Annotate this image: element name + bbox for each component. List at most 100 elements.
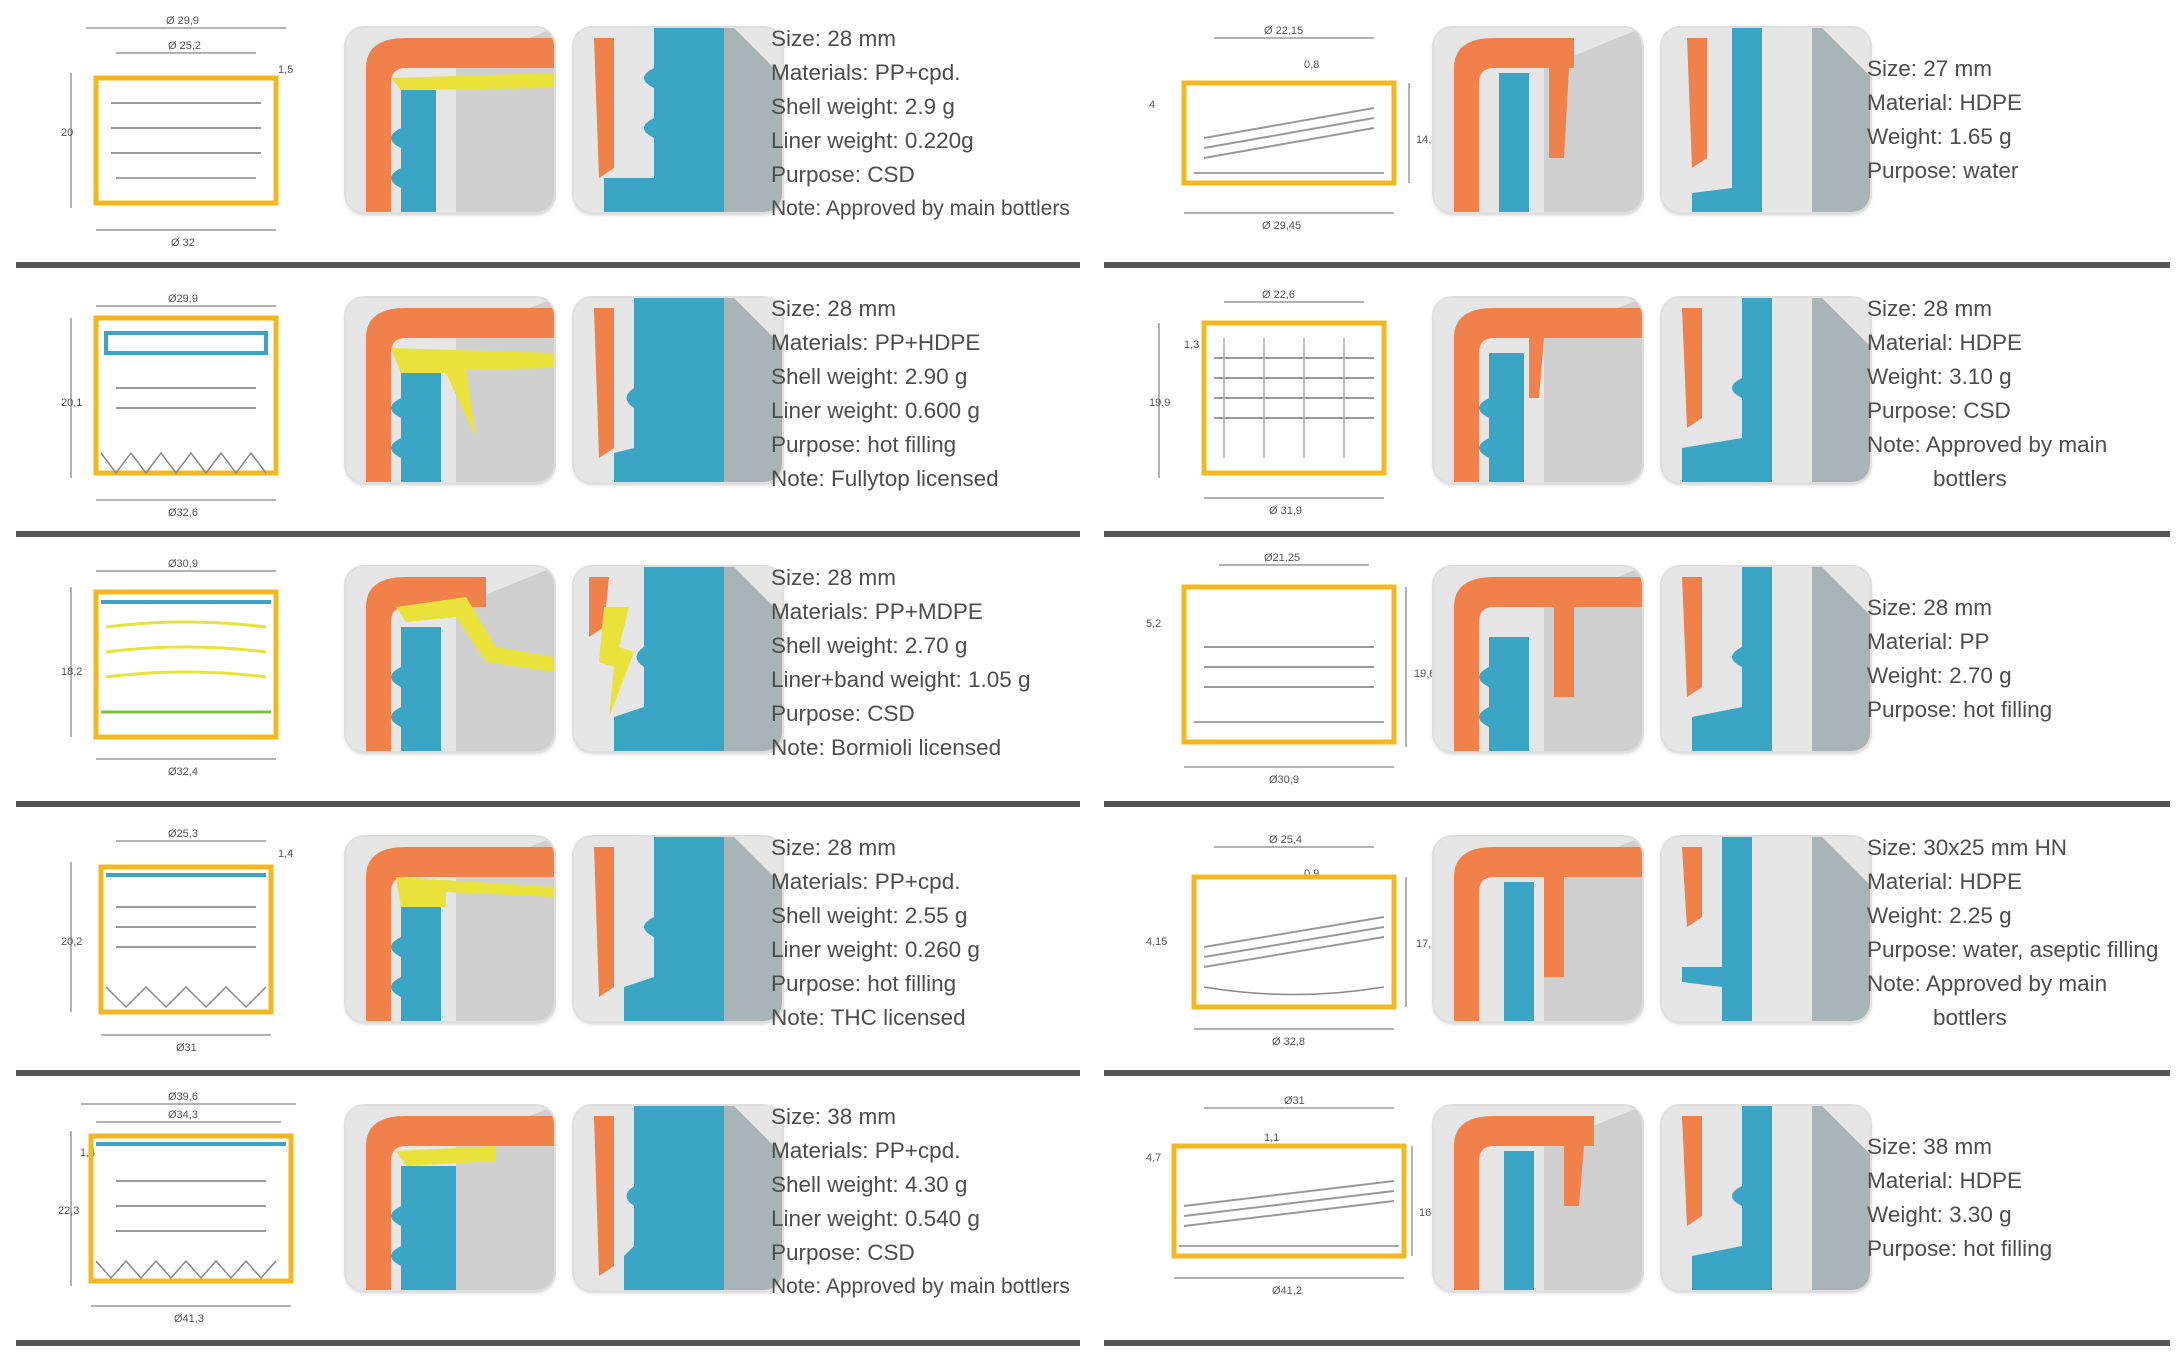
technical-drawing: Ø25,3 1,4 20,2 Ø31 <box>56 817 356 1057</box>
technical-drawing: Ø29,9 20,1 Ø32,6 <box>56 278 356 519</box>
dim-label: 1,3 <box>1184 339 1199 351</box>
closure-row: Ø 22,15 0,8 4 14,8 Ø 29,45 Size: 27 mm M… <box>1104 0 2170 270</box>
spec-note: Note: Approved by main bottlers <box>771 1275 1070 1298</box>
technical-drawing: Ø 22,15 0,8 4 14,8 Ø 29,45 <box>1144 8 1444 248</box>
spec-purpose: Purpose: CSD <box>771 1240 915 1265</box>
closure-row: Ø 22,6 1,3 19,9 Ø 31,9 Size: 28 mm Mater… <box>1104 270 2170 540</box>
dim-label: 4 <box>1149 99 1155 111</box>
dim-label: 5,2 <box>1146 618 1161 630</box>
spec-note: Note: Approved by main <box>1867 431 2108 457</box>
spec-list: Size: 27 mm Material: HDPE Weight: 1.65 … <box>1867 52 2177 188</box>
row-divider <box>16 1070 1080 1076</box>
spec-purpose: Purpose: hot filling <box>771 431 957 457</box>
spec-material: Material: PP <box>1867 629 1990 654</box>
spec-shell-weight: Shell weight: 2.90 g <box>771 363 968 389</box>
spec-size: Size: 38 mm <box>1867 1134 1993 1159</box>
closure-row: Ø39,6 Ø34,3 1,4 22,3 Ø41,3 Size: 38 mm M… <box>16 1078 1080 1348</box>
liner-closeup-photo <box>1662 836 1870 1021</box>
spec-list: Size: 30x25 mm HN Material: HDPE Weight:… <box>1867 831 2177 1035</box>
spec-size: Size: 28 mm <box>1867 595 1993 620</box>
spec-size: Size: 30x25 mm HN <box>1867 834 2068 860</box>
spec-list: Size: 28 mm Materials: PP+HDPE Shell wei… <box>771 292 1081 496</box>
dim-label: Ø 29,9 <box>166 15 199 27</box>
spec-size: Size: 28 mm <box>771 26 897 51</box>
technical-drawing: Ø31 1,1 4,7 16,2 Ø41,2 <box>1144 1086 1444 1326</box>
dim-label: 20,1 <box>61 397 82 409</box>
spec-note: Note: Fullytop licensed <box>771 465 999 491</box>
spec-shell-weight: Shell weight: 4.30 g <box>771 1172 968 1197</box>
dim-label: Ø 22,15 <box>1264 25 1303 37</box>
shell-closeup-photo <box>1434 1106 1642 1290</box>
spec-list: Size: 28 mm Materials: PP+cpd. Shell wei… <box>771 831 1081 1035</box>
spec-material: Materials: PP+cpd. <box>771 60 961 85</box>
liner-closeup-photo <box>1662 297 1870 482</box>
shell-closeup-photo <box>346 1106 554 1290</box>
technical-drawing: Ø 22,6 1,3 19,9 Ø 31,9 <box>1144 278 1444 518</box>
dim-label: 20 <box>61 127 73 139</box>
dim-label: Ø41,3 <box>174 1313 204 1325</box>
closure-row: Ø 25,4 0,9 4,15 17,2 Ø 32,8 Size: 30x25 … <box>1104 809 2170 1079</box>
spec-material: Materials: PP+MDPE <box>771 599 983 624</box>
dim-label: Ø30,9 <box>168 558 198 570</box>
technical-drawing: Ø30,9 18,2 Ø32,4 <box>56 547 356 787</box>
spec-material: Materials: PP+HDPE <box>771 329 981 355</box>
dim-label: 22,3 <box>58 1205 79 1217</box>
dim-label: 0,8 <box>1304 59 1319 71</box>
dim-label: Ø41,2 <box>1272 1285 1302 1297</box>
spec-size: Size: 28 mm <box>771 834 897 860</box>
spec-weight: Weight: 2.25 g <box>1867 902 2012 928</box>
spec-note: Note: THC licensed <box>771 1004 966 1030</box>
spec-material: Materials: PP+cpd. <box>771 1138 961 1163</box>
spec-size: Size: 38 mm <box>771 1104 897 1129</box>
shell-closeup-photo <box>1434 28 1642 212</box>
liner-closeup-photo <box>574 1106 782 1290</box>
row-divider <box>1104 1070 2170 1076</box>
closure-row: Ø 29,9 Ø 25,2 1,5 20 Ø 32 Size: 28 mm Ma… <box>16 0 1080 270</box>
spec-weight: Weight: 2.70 g <box>1867 663 2012 688</box>
dim-label: Ø 25,2 <box>168 40 201 52</box>
spec-material: Material: HDPE <box>1867 90 2023 115</box>
spec-list: Size: 28 mm Materials: PP+cpd. Shell wei… <box>771 22 1081 226</box>
dim-label: 4,15 <box>1146 936 1167 948</box>
spec-purpose: Purpose: hot filling <box>771 970 957 996</box>
shell-closeup-photo <box>346 836 554 1021</box>
dim-label: 18,2 <box>61 666 82 678</box>
row-divider <box>16 261 1080 268</box>
dim-label: 17,2 <box>1416 938 1437 950</box>
shell-closeup-photo <box>346 297 554 482</box>
dim-label: Ø 29,45 <box>1262 220 1301 232</box>
dim-label: Ø31 <box>1284 1095 1305 1107</box>
spec-size: Size: 28 mm <box>1867 295 1993 321</box>
dim-label: 14,8 <box>1416 134 1437 146</box>
spec-list: Size: 38 mm Material: HDPE Weight: 3.30 … <box>1867 1130 2177 1266</box>
dim-label: Ø21,25 <box>1264 552 1300 564</box>
closure-row: Ø21,25 5,2 19,6 Ø30,9 Size: 28 mm Materi… <box>1104 539 2170 809</box>
dim-label: Ø34,3 <box>168 1109 198 1121</box>
row-divider <box>16 531 1080 537</box>
spec-weight: Weight: 3.30 g <box>1867 1202 2012 1227</box>
liner-closeup-photo <box>1662 28 1870 212</box>
liner-closeup-photo <box>574 836 782 1021</box>
spec-shell-weight: Shell weight: 2.55 g <box>771 902 968 928</box>
technical-drawing: Ø21,25 5,2 19,6 Ø30,9 <box>1144 547 1444 787</box>
spec-list: Size: 28 mm Material: HDPE Weight: 3.10 … <box>1867 292 2177 496</box>
dim-label: 4,7 <box>1146 1152 1161 1164</box>
row-divider <box>1104 531 2170 537</box>
shell-closeup-photo <box>1434 836 1642 1021</box>
dim-label: 20,2 <box>61 936 82 948</box>
spec-purpose: Purpose: CSD <box>771 701 915 726</box>
spec-material: Material: HDPE <box>1867 1168 2023 1193</box>
closure-row: Ø30,9 18,2 Ø32,4 Size: 28 mm Materials: … <box>16 539 1080 809</box>
spec-list: Size: 28 mm Material: PP Weight: 2.70 g … <box>1867 591 2177 727</box>
spec-liner-weight: Liner weight: 0.540 g <box>771 1206 980 1231</box>
spec-material: Material: HDPE <box>1867 868 2023 894</box>
spec-note-continued: bottlers <box>1933 1004 2007 1030</box>
spec-note: Note: Approved by main bottlers <box>771 197 1070 220</box>
dim-label: Ø 22,6 <box>1262 289 1295 301</box>
row-divider <box>16 800 1080 807</box>
spec-purpose: Purpose: water <box>1867 158 2019 183</box>
dim-label: Ø32,4 <box>168 766 198 778</box>
spec-purpose: Purpose: hot filling <box>1867 697 2053 722</box>
row-divider <box>1104 800 2170 807</box>
dim-label: 1,1 <box>1264 1132 1279 1144</box>
